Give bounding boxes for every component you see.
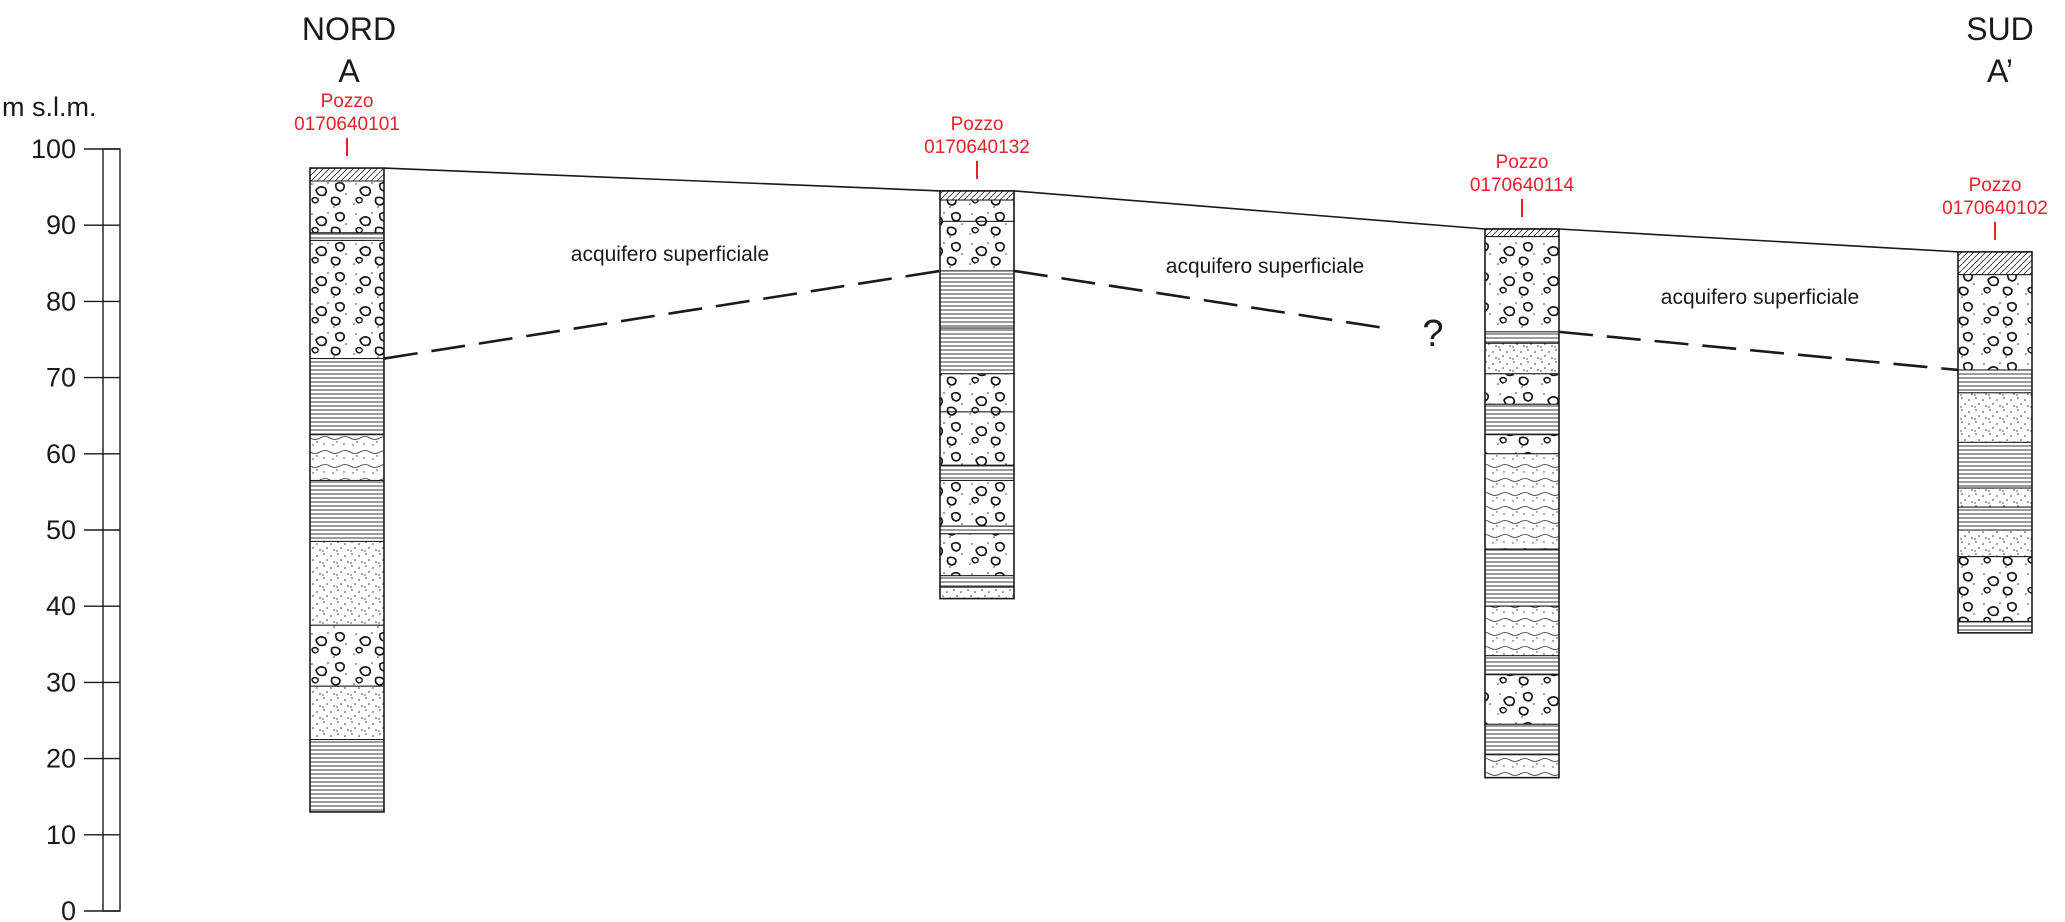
aquifer-label-1: acquifero superficiale — [571, 243, 769, 266]
layer-clay — [309, 739, 385, 813]
layer-silt — [1484, 754, 1560, 779]
layer-gravel — [939, 373, 1015, 413]
layer-soil — [1484, 228, 1560, 238]
layer-clay — [939, 270, 1015, 329]
north-label: NORD — [302, 11, 396, 47]
axis-tick-label: 0 — [61, 896, 76, 922]
layer-sand — [1957, 529, 2033, 558]
layer-clay — [939, 327, 1015, 375]
axis-tick-label: 70 — [46, 363, 76, 393]
aquifer-base-line-1 — [383, 269, 941, 360]
layer-clay — [1957, 369, 2033, 394]
layer-gravel — [309, 180, 385, 234]
layer-silt — [1484, 605, 1560, 657]
layer-gravel — [1957, 274, 2033, 371]
layer-sand — [1957, 392, 2033, 443]
aquifer-base-line-3 — [1558, 330, 1959, 372]
layer-sand — [939, 586, 1015, 600]
ground-surface-line — [383, 167, 1959, 253]
layer-soil — [1957, 251, 2033, 276]
layer-sand — [1484, 342, 1560, 375]
layer-gravel — [939, 411, 1015, 466]
layer-clay — [309, 479, 385, 542]
layer-soil — [309, 167, 385, 182]
well-label: Pozzo — [1496, 152, 1549, 173]
well-outline — [1484, 228, 1560, 779]
axis-tick-label: 80 — [46, 286, 76, 316]
layer-clay — [1484, 331, 1560, 344]
well-id: 0170640132 — [924, 137, 1030, 158]
south-label: SUD — [1966, 11, 2034, 47]
layer-gravel — [1484, 236, 1560, 333]
layer-clay — [939, 575, 1015, 588]
layer-gravel — [1484, 373, 1560, 405]
layer-gravel — [309, 624, 385, 687]
layer-clay — [309, 358, 385, 436]
aquifer-base-line-2 — [1013, 269, 1386, 330]
well-outline — [1957, 251, 2033, 634]
well-label: Pozzo — [1969, 175, 2022, 196]
layer-sand — [309, 685, 385, 741]
axis-tick-label: 10 — [46, 820, 76, 850]
axis-tick-label: 50 — [46, 515, 76, 545]
well-id: 0170640101 — [294, 114, 400, 135]
layer-clay — [939, 525, 1015, 535]
layer-clay — [1484, 723, 1560, 756]
layer-clay — [1484, 548, 1560, 607]
layer-sand — [309, 540, 385, 626]
axis-tick-label: 30 — [46, 667, 76, 697]
layer-gravel — [939, 533, 1015, 577]
layer-gravel — [309, 239, 385, 360]
axis-unit-label: m s.l.m. — [2, 92, 97, 122]
well-id: 0170640114 — [1470, 175, 1575, 196]
axis-tick-label: 60 — [46, 439, 76, 469]
layer-clay — [1957, 441, 2033, 489]
layer-soil — [939, 190, 1015, 201]
well-outline — [939, 190, 1015, 600]
layer-clay — [1484, 655, 1560, 676]
axis-tick-label: 90 — [46, 210, 76, 240]
well-label: Pozzo — [321, 91, 374, 112]
layer-clay — [1957, 506, 2033, 531]
well-label: Pozzo — [951, 114, 1004, 135]
layer-gravel — [939, 199, 1015, 222]
uncertain-mark: ? — [1422, 313, 1443, 355]
layer-gravel — [939, 479, 1015, 527]
well-outline — [309, 167, 385, 813]
layer-clay — [939, 464, 1015, 481]
axis-tick-label: 40 — [46, 591, 76, 621]
well-id: 0170640102 — [1942, 198, 2048, 219]
layer-gravel — [1484, 674, 1560, 725]
layer-silt — [309, 434, 385, 481]
aquifer-label-2: acquifero superficiale — [1166, 255, 1364, 278]
north-letter: A — [338, 53, 360, 89]
layer-gravel — [1957, 556, 2033, 622]
correlation-lines — [383, 167, 1959, 372]
layer-gravel — [939, 220, 1015, 272]
layer-clay — [1957, 620, 2033, 634]
south-letter: A’ — [1987, 53, 2013, 89]
axis-tick-label: 100 — [31, 134, 76, 164]
aquifer-label-3: acquifero superficiale — [1661, 286, 1859, 309]
layer-sand — [1957, 487, 2033, 508]
axis-tick-label: 20 — [46, 744, 76, 774]
layer-silt — [1484, 453, 1560, 550]
layer-clay — [309, 232, 385, 241]
layer-clay — [1484, 403, 1560, 436]
layer-gravel — [1484, 434, 1560, 455]
